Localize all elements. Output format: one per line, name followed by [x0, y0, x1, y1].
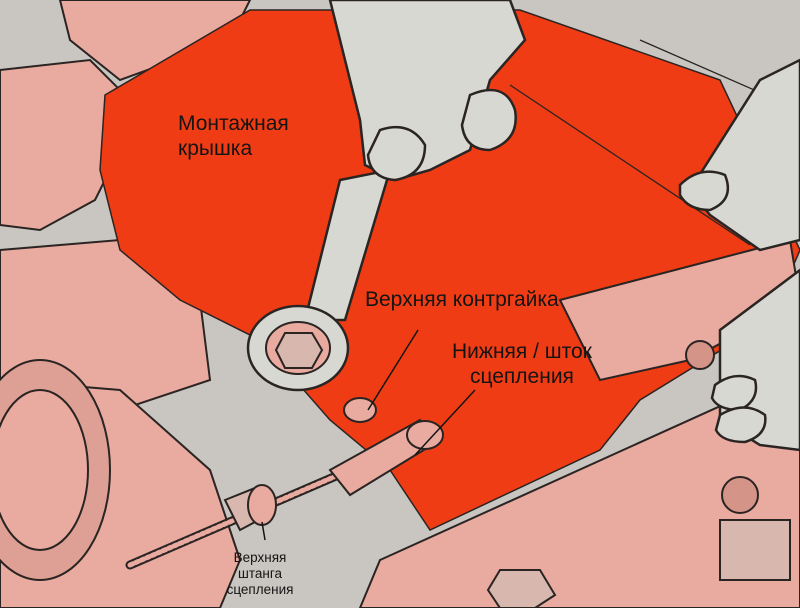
label-upper-rod-line2: штанга [238, 565, 282, 581]
label-lower-rod: Нижняя / шток сцепления [452, 340, 592, 390]
label-upper-rod-line3: сцепления [226, 581, 294, 597]
upper-clutch-rod [125, 465, 355, 570]
clutch-fork [328, 397, 444, 497]
label-lower-rod-line1: Нижняя / шток [452, 340, 592, 363]
upper-locknut-leader [367, 329, 419, 411]
right-hand-upper [678, 58, 800, 252]
upper-rod-leader [261, 521, 266, 541]
label-upper-rod: Верхняя штанга сцепления [215, 550, 305, 598]
right-hand-lower [710, 268, 800, 452]
cover-seam [509, 84, 751, 246]
label-mount-cover-line2: крышка [178, 136, 253, 160]
gearbox-housing-right [358, 238, 800, 608]
label-mount-cover-line1: Монтажная [178, 112, 289, 135]
wrench-icon [246, 168, 392, 392]
clutch-housing [0, 359, 242, 608]
label-lower-rod-line2: сцепления [469, 364, 574, 388]
hand-icon [328, 0, 527, 182]
lower-rod-leader [414, 389, 476, 456]
label-mount-cover: Монтажная крышка [178, 112, 289, 162]
label-upper-locknut: Верхняя контргайка [365, 288, 559, 311]
mount-cover-panel [99, 9, 800, 531]
label-upper-rod-line1: Верхняя [233, 550, 287, 565]
